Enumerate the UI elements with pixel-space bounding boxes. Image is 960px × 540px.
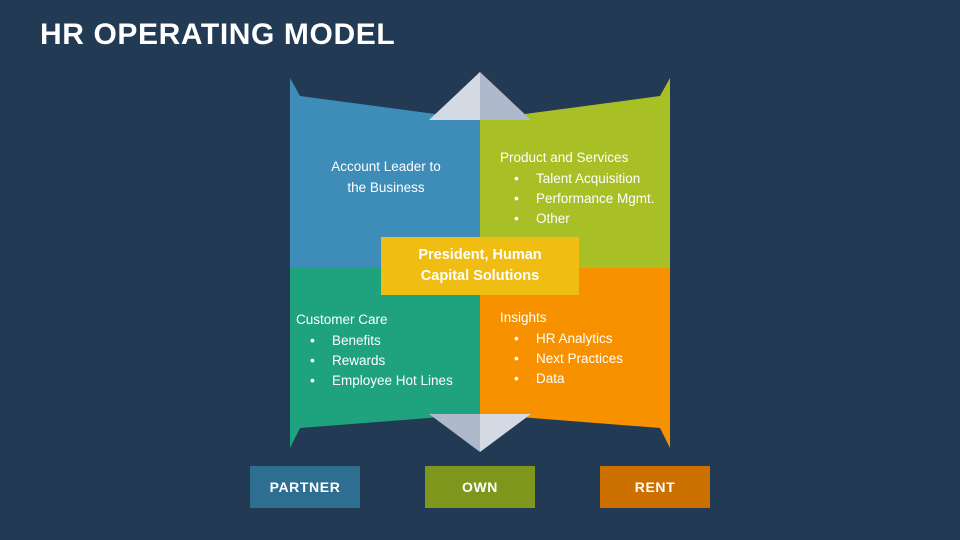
- quadrant-bottom-left-bullet-list: Benefits Rewards Employee Hot Lines: [296, 330, 486, 391]
- list-item: Performance Mgmt.: [500, 188, 690, 209]
- quadrant-bottom-right-heading: Insights: [500, 310, 547, 325]
- list-item: Rewards: [296, 350, 486, 371]
- top-arrow-right-wedge-icon: [480, 72, 531, 120]
- quadrant-bottom-right-bullet-list: HR Analytics Next Practices Data: [500, 328, 690, 389]
- quadrant-label-top-right: Product and Services Talent Acquisition …: [500, 148, 690, 229]
- list-item: Other: [500, 208, 690, 229]
- quadrant-top-left-line1: Account Leader to: [331, 159, 441, 174]
- list-item: Employee Hot Lines: [296, 370, 486, 391]
- bottom-arrow-left-wedge-icon: [429, 414, 480, 452]
- quadrant-shape-top-left[interactable]: [290, 78, 480, 268]
- center-role-line1: President, Human: [418, 247, 542, 264]
- center-role-line2: Capital Solutions: [420, 268, 540, 284]
- legend-button-partner[interactable]: PARTNER: [250, 466, 360, 508]
- list-item: Data: [500, 368, 690, 389]
- quadrant-top-right-bullet-list: Talent Acquisition Performance Mgmt. Oth…: [500, 168, 690, 229]
- legend-button-partner-label: PARTNER: [269, 479, 341, 495]
- list-item: Next Practices: [500, 348, 690, 369]
- quadrant-top-left-line2: the Business: [347, 179, 425, 195]
- page-title: HR OPERATING MODEL: [40, 18, 396, 51]
- legend-button-rent-label: RENT: [634, 479, 676, 495]
- bottom-arrow-right-wedge-icon: [480, 414, 531, 452]
- list-item: Benefits: [296, 330, 486, 351]
- list-item: HR Analytics: [500, 328, 690, 349]
- list-item: Talent Acquisition: [500, 168, 690, 189]
- quadrant-label-bottom-right: Insights HR Analytics Next Practices Dat…: [500, 308, 690, 389]
- center-role-label: President, Human Capital Solutions: [418, 245, 541, 286]
- quadrant-top-right-heading: Product and Services: [500, 150, 629, 165]
- legend-button-own-label: OWN: [461, 479, 498, 495]
- quadrant-label-bottom-left: Customer Care Benefits Rewards Employee …: [296, 310, 486, 391]
- legend-button-rent[interactable]: RENT: [600, 466, 710, 508]
- legend-button-own[interactable]: OWN: [425, 466, 535, 508]
- top-arrow-left-wedge-icon: [429, 72, 480, 120]
- center-role-box[interactable]: President, Human Capital Solutions: [381, 237, 579, 295]
- quadrant-bottom-left-heading: Customer Care: [296, 312, 388, 327]
- quadrant-label-top-left: Account Leader to the Business: [296, 157, 476, 198]
